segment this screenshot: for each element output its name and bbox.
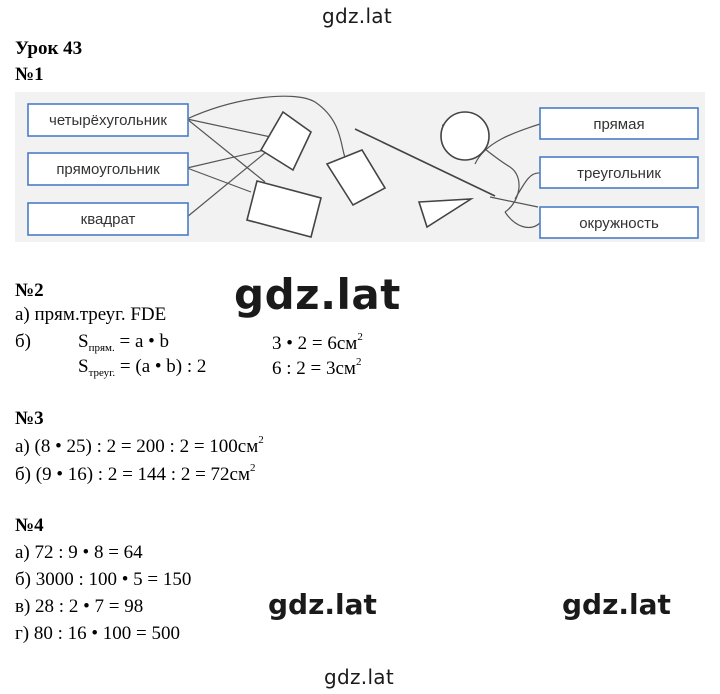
label-rectangle: прямоугольник — [56, 161, 160, 178]
watermark-bottom: gdz.lat — [324, 665, 395, 689]
task3-label: №3 — [15, 408, 44, 429]
task2-calc-rect: 3 • 2 = 6см2 — [272, 331, 363, 354]
task4-b: б) 3000 : 100 • 5 = 150 — [15, 569, 192, 590]
box-line — [539, 107, 699, 140]
task1-label: №1 — [15, 64, 44, 85]
watermark-right-1: gdz.lat — [268, 588, 377, 621]
watermark-right-2: gdz.lat — [562, 588, 671, 621]
task2-formula-rect: Sпрям. = a • b — [78, 331, 170, 354]
box-triangle — [539, 156, 699, 189]
label-quadrilateral: четырёхугольник — [49, 112, 167, 129]
task2-label: №2 — [15, 280, 44, 301]
task2-calc-tri: 6 : 2 = 3см2 — [272, 356, 362, 379]
label-square: квадрат — [81, 211, 136, 228]
task2-a: а) прям.треуг. FDE — [15, 304, 167, 325]
task2-formula-tri: Sтреуг. = (a • b) : 2 — [78, 356, 207, 379]
box-circle — [539, 206, 699, 239]
task4-d: г) 80 : 16 • 100 = 500 — [15, 623, 181, 644]
watermark-top: gdz.lat — [322, 4, 393, 28]
box-quadrilateral — [27, 103, 189, 137]
task2-b-label: б) — [15, 331, 31, 352]
label-circle: окружность — [579, 215, 659, 232]
box-square — [27, 202, 189, 236]
task4-label: №4 — [15, 515, 44, 536]
watermark-big: gdz.lat — [234, 270, 401, 319]
task4-c: в) 28 : 2 • 7 = 98 — [15, 596, 144, 617]
label-line: прямая — [593, 116, 644, 133]
box-rectangle — [27, 152, 189, 186]
lesson-title: Урок 43 — [15, 38, 83, 59]
task3-b: б) (9 • 16) : 2 = 144 : 2 = 72см2 — [15, 462, 256, 485]
task1-diagram: четырёхугольник прямоугольник квадрат пр… — [15, 92, 705, 242]
task4-a: а) 72 : 9 • 8 = 64 — [15, 542, 143, 563]
task3-a: а) (8 • 25) : 2 = 200 : 2 = 100см2 — [15, 434, 264, 457]
label-triangle: треугольник — [577, 165, 661, 182]
